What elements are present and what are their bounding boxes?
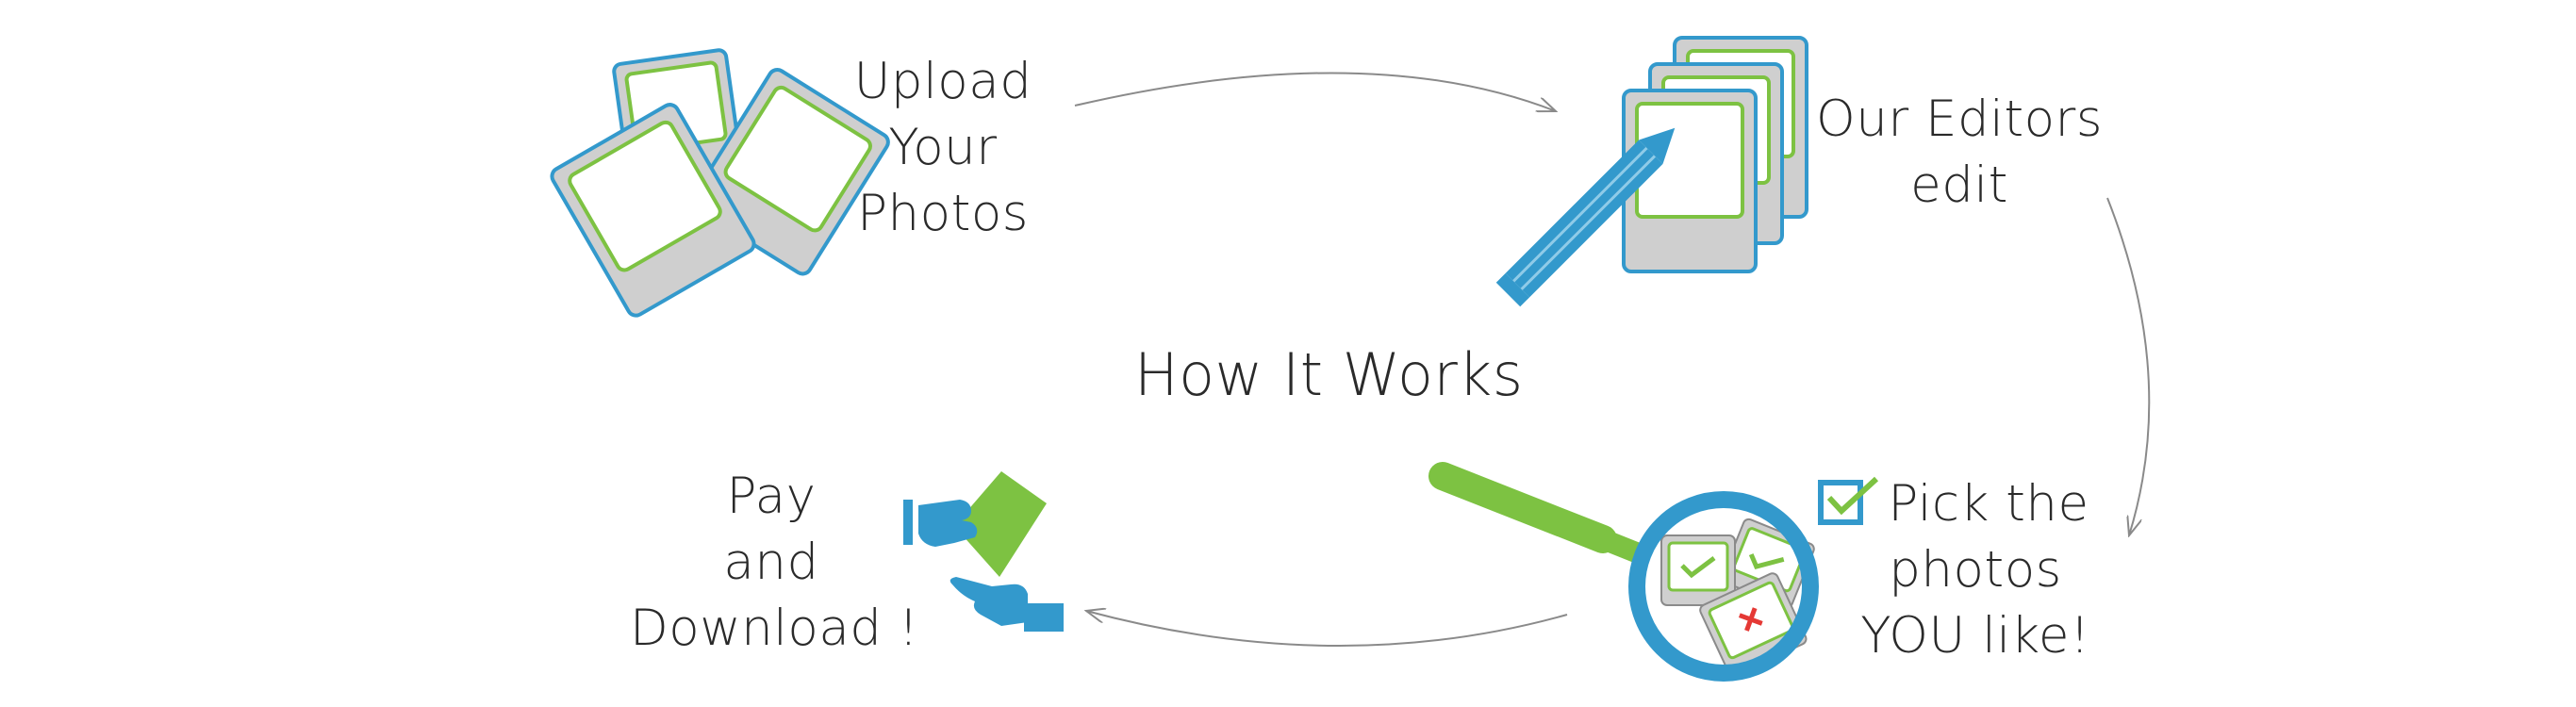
- arrow-edit-to-pick: [2106, 197, 2151, 535]
- step-edit-label: Our Editors edit: [1808, 87, 2110, 219]
- step-edit-line-1: Our Editors: [1816, 90, 2103, 148]
- arrow-pick-to-pay: [1086, 611, 1568, 648]
- pencil-photos-icon: [1495, 36, 1808, 307]
- step-pay-label: Pay and Download !: [630, 464, 919, 662]
- step-pay-line-1: Pay: [726, 468, 817, 525]
- diagram-title-text: How It Works: [1134, 340, 1524, 409]
- step-pick-line-2: photos: [1889, 541, 2062, 599]
- step-edit-line-2: edit: [1910, 156, 2008, 214]
- step-pick-line-3: YOU like!: [1860, 607, 2090, 665]
- checkbox-check-icon: [1818, 476, 1879, 525]
- photo-stack-icon: [550, 48, 890, 318]
- step-upload-line-2: Your: [888, 119, 998, 176]
- step-pick-label: Pick the photos YOU like!: [1858, 471, 2093, 669]
- magnifier-icon: [1428, 462, 1819, 682]
- step-pay-line-3: Download !: [630, 600, 919, 657]
- step-upload-label: Upload Your Photos: [849, 49, 1037, 247]
- arrow-upload-to-edit: [1074, 72, 1556, 111]
- step-upload-line-3: Photos: [857, 185, 1029, 242]
- step-upload-line-1: Upload: [853, 53, 1032, 110]
- step-pay-line-2: and: [723, 534, 819, 591]
- step-pick-line-1: Pick the: [1888, 475, 2089, 533]
- payment-hands-icon: [903, 471, 1064, 632]
- diagram-title: How It Works: [1134, 337, 1524, 414]
